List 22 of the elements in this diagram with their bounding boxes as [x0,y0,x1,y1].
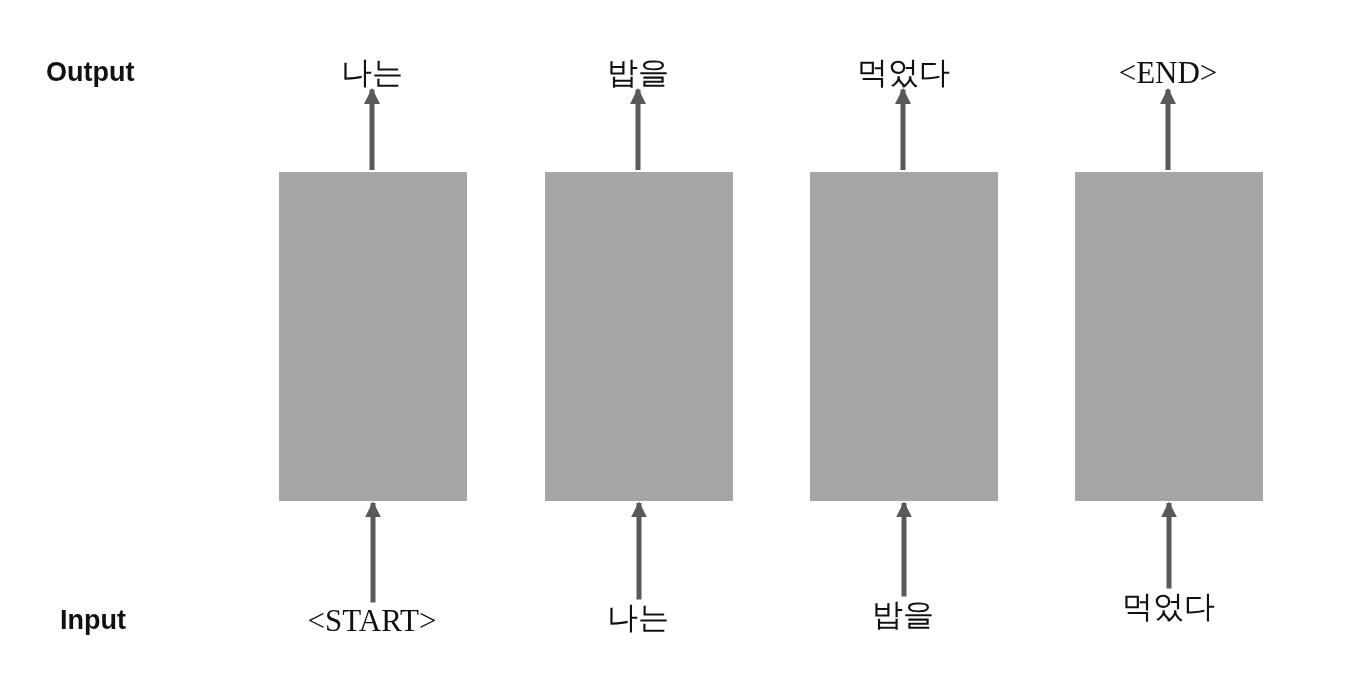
arrow [364,87,380,170]
block [1075,172,1263,501]
arrow [1161,501,1177,589]
token-text: 나는 [607,601,669,633]
arrow [630,87,646,170]
token-text: 나는 [341,56,403,88]
token-text: 밥을 [872,598,934,630]
arrow [365,501,381,603]
token-text: 먹었다 [1121,590,1215,622]
token-text: <START> [307,604,437,636]
block [545,172,733,501]
token-text: <END> [1118,56,1218,88]
arrow [895,87,911,170]
row-label: Input [60,606,126,634]
arrow [631,501,647,600]
block [279,172,467,501]
row-label: Output [46,58,135,86]
arrow [1160,87,1176,170]
block [810,172,998,501]
arrow [896,501,912,597]
token-text: 먹었다 [856,56,950,88]
token-text: 밥을 [607,56,669,88]
